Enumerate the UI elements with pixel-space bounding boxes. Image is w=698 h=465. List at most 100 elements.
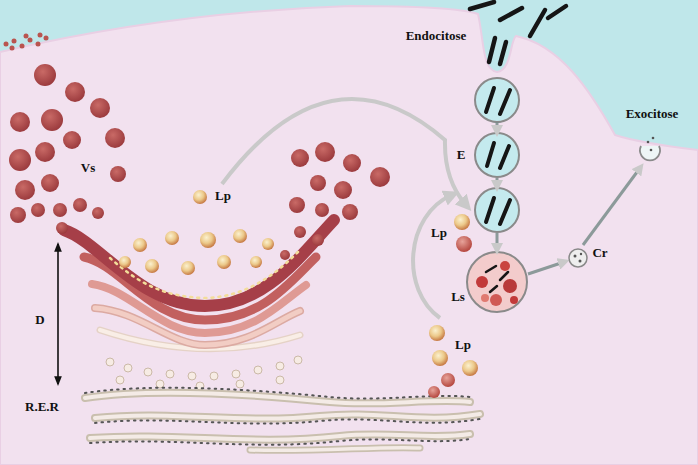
digested-material — [481, 294, 489, 302]
transport-vesicle — [236, 380, 244, 388]
part-label: Vs — [81, 161, 95, 175]
secretory-vesicle — [73, 198, 87, 212]
lipoprotein-granule — [165, 231, 179, 245]
transport-vesicle — [124, 364, 132, 372]
part-label: R.E.R — [25, 400, 59, 414]
er-tube — [250, 448, 420, 451]
pathway-arrow — [492, 122, 502, 123]
secretory-vesicle — [315, 142, 335, 162]
secreted-granule — [4, 42, 9, 47]
secretory-vesicle — [343, 154, 361, 172]
secretory-vesicle — [9, 149, 31, 171]
secreted-granule — [24, 34, 29, 39]
golgi-apparatus — [64, 220, 334, 349]
part-label: Lp — [455, 338, 471, 352]
transport-vesicle — [144, 368, 152, 376]
secreted-granules — [4, 33, 49, 51]
secretory-vesicle — [34, 64, 56, 86]
part-label: E — [457, 148, 466, 162]
bacterium — [500, 42, 506, 64]
lipoprotein-granule — [217, 255, 231, 269]
lipoprotein-granule — [456, 236, 472, 252]
lysosome-content — [476, 261, 518, 306]
residual-debris — [580, 253, 582, 255]
transport-vesicle — [232, 370, 240, 378]
secretory-vesicle — [63, 131, 81, 149]
secretory-vesicle — [92, 207, 104, 219]
er-tube — [250, 448, 420, 451]
digested-material — [503, 279, 517, 293]
transport-vesicle — [276, 362, 284, 370]
er-tube — [90, 434, 470, 440]
secretory-vesicle — [53, 203, 67, 217]
secretory-vesicle — [65, 82, 85, 102]
secretory-vesicle — [41, 109, 63, 131]
bacterium — [500, 8, 522, 20]
lipoprotein-granule — [133, 238, 147, 252]
er-tube — [85, 393, 470, 404]
bacterium — [548, 6, 566, 18]
lipoprotein-granules — [119, 190, 478, 398]
golgi-small-vesicles — [106, 356, 302, 390]
residual-debris — [579, 260, 582, 263]
bacterium — [470, 2, 494, 9]
illustration-part — [492, 122, 502, 123]
secretory-vesicle — [10, 207, 26, 223]
transport-arrow — [222, 99, 466, 205]
secretory-vesicle — [370, 167, 390, 187]
pathway-arrow — [528, 262, 564, 274]
bacterium-fragment — [490, 286, 497, 292]
lipoprotein-granule — [250, 256, 262, 268]
lipoprotein-granule — [432, 350, 448, 366]
bacterium — [500, 90, 510, 114]
part-label: Cr — [592, 246, 607, 260]
golgi-granules — [110, 250, 300, 298]
endosome — [475, 188, 519, 232]
illustration-part — [486, 88, 510, 224]
digested-material — [476, 276, 488, 288]
transport-vesicle — [294, 356, 302, 364]
golgi-cisterna — [64, 220, 334, 306]
er-tube — [95, 414, 480, 419]
part-label: Ls — [451, 290, 465, 304]
pathway-arrow — [583, 168, 640, 245]
digested-material — [500, 261, 510, 271]
secretory-vesicle — [334, 181, 352, 199]
er-tube — [95, 414, 480, 419]
secreted-granule — [28, 38, 33, 43]
ribosomes — [90, 439, 470, 445]
secretory-vesicle — [315, 203, 329, 217]
lipoprotein-granule — [200, 232, 216, 248]
secreted-granule — [38, 33, 43, 38]
lipoprotein-granule — [441, 373, 455, 387]
lipoprotein-granule — [145, 259, 159, 273]
er-tube — [90, 434, 470, 440]
bacterium — [500, 146, 509, 168]
secretory-vesicle — [342, 204, 358, 220]
secretory-vesicle — [35, 142, 55, 162]
secreted-granule — [10, 46, 15, 51]
lipoprotein-granule — [193, 190, 207, 204]
endocytic-vesicle — [475, 78, 519, 122]
part-label: Lp — [431, 226, 447, 240]
pathway-arrow — [496, 123, 499, 131]
bacterium-fragment — [500, 272, 508, 280]
transport-arrow — [413, 195, 452, 318]
residual-debris — [650, 149, 653, 152]
lipoprotein-granule — [462, 360, 478, 376]
secretory-vesicle — [312, 234, 324, 246]
distance-arrow — [57, 244, 59, 384]
bacterium — [486, 198, 494, 222]
lipoprotein-granule — [119, 256, 131, 268]
secretory-vesicle — [310, 175, 326, 191]
transport-vesicle — [106, 358, 114, 366]
lipoprotein-granule — [262, 238, 274, 250]
er-tube — [85, 393, 470, 404]
lipoprotein-granule — [454, 214, 470, 230]
pathway-arrow — [496, 178, 499, 186]
secreted-granule — [44, 36, 49, 41]
secretory-vesicle — [41, 174, 59, 192]
bacterium — [486, 88, 494, 112]
residual-body — [569, 249, 587, 267]
